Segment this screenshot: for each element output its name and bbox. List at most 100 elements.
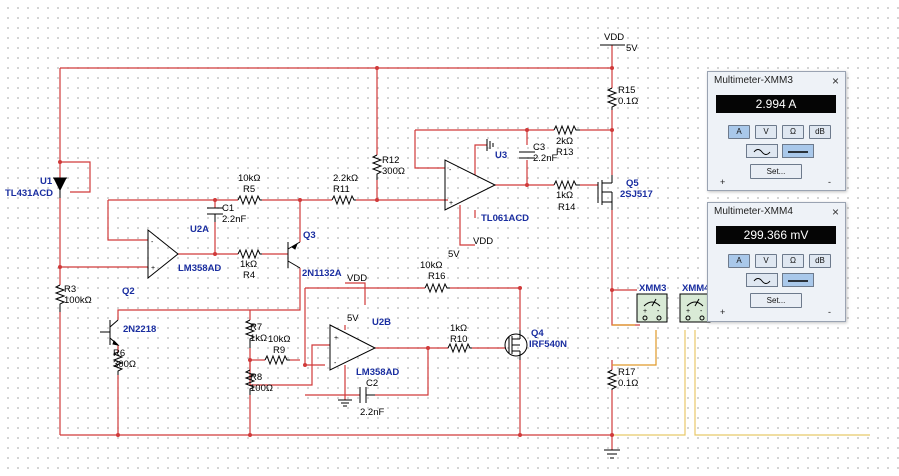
- r14-value: 1kΩ: [556, 190, 573, 201]
- r11-value: 2.2kΩ: [333, 173, 358, 184]
- terminal-minus: -: [828, 177, 831, 187]
- u1-ref: U1: [40, 176, 53, 187]
- r10-resistor[interactable]: 1kΩ R10: [447, 323, 472, 354]
- svg-text:+: +: [643, 308, 647, 315]
- ohmmeter-mode-button[interactable]: Ω: [782, 254, 804, 268]
- xmm3-instrument[interactable]: XMM3 + -: [636, 283, 668, 323]
- u2b-opamp[interactable]: + - U2B LM358AD: [329, 317, 399, 378]
- r9-resistor[interactable]: 10kΩ R9: [264, 334, 290, 366]
- ohmmeter-mode-button[interactable]: Ω: [782, 125, 804, 139]
- dc-mode-button[interactable]: [782, 273, 814, 287]
- dc-line-icon: [788, 280, 808, 282]
- r13-resistor[interactable]: 2kΩ R13: [553, 124, 580, 158]
- r16-value: 10kΩ: [420, 260, 442, 271]
- vdd-value: 5V: [626, 43, 638, 54]
- svg-text:-: -: [657, 308, 660, 315]
- u3-5v-label: 5V: [448, 249, 460, 260]
- r7-value: 1kΩ: [250, 333, 267, 344]
- svg-text:+: +: [449, 200, 453, 207]
- q5-ref: Q5: [626, 178, 639, 189]
- r5-value: 10kΩ: [238, 173, 260, 184]
- r14-resistor[interactable]: 1kΩ R14: [553, 179, 580, 213]
- u3-supply-labels: VDD 5V: [448, 236, 493, 260]
- r15-resistor[interactable]: R15 0.1Ω: [606, 85, 638, 110]
- r7-resistor[interactable]: R7 1kΩ: [244, 319, 267, 348]
- r3-resistor[interactable]: R3 100kΩ: [54, 284, 92, 312]
- dc-mode-button[interactable]: [782, 144, 814, 158]
- r6-resistor[interactable]: R6 300Ω: [112, 348, 136, 375]
- close-icon[interactable]: ×: [831, 74, 839, 88]
- r10-ref: R10: [450, 334, 467, 345]
- ammeter-mode-button[interactable]: A: [728, 254, 750, 268]
- r10-value: 1kΩ: [450, 323, 467, 334]
- q4-ref: Q4: [531, 328, 544, 339]
- r12-resistor[interactable]: R12 300Ω: [371, 154, 405, 180]
- r5-resistor[interactable]: 10kΩ R5: [237, 173, 262, 206]
- xmm4-ref: XMM4: [682, 283, 710, 294]
- u2b-part: LM358AD: [356, 367, 399, 378]
- r13-value: 2kΩ: [556, 136, 573, 147]
- terminal-minus: -: [828, 307, 831, 317]
- r8-ref: R8: [250, 372, 262, 383]
- multimeter-xmm4-panel[interactable]: Multimeter-XMM4 × 299.366 mV A V Ω dB Se…: [707, 202, 846, 322]
- q4-mosfet[interactable]: Q4 IRF540N: [504, 328, 567, 360]
- vdd-label: VDD: [604, 32, 624, 43]
- r13-ref: R13: [556, 147, 573, 158]
- u3-ref: U3: [495, 150, 507, 161]
- q2-transistor[interactable]: Q2 2N2218: [100, 286, 156, 346]
- voltmeter-mode-button[interactable]: V: [755, 125, 777, 139]
- q3-transistor[interactable]: Q3 2N1132A: [287, 230, 342, 279]
- u3-part: TL061ACD: [481, 213, 529, 224]
- xmm4-instrument[interactable]: XMM4 + -: [679, 283, 711, 323]
- u1-tl431[interactable]: U1 TL431ACD: [5, 176, 67, 199]
- u2a-part: LM358AD: [178, 263, 221, 274]
- settings-button[interactable]: Set...: [750, 293, 802, 308]
- wires: [59, 45, 870, 450]
- r4-ref: R4: [243, 270, 255, 281]
- r8-value: 100Ω: [250, 383, 273, 394]
- main-ground-symbol: [604, 449, 620, 459]
- sine-wave-icon: [753, 149, 771, 155]
- q5-mosfet[interactable]: Q5 2SJ517: [597, 175, 653, 210]
- multimeter-xmm3-reading: 2.994 A: [716, 95, 836, 113]
- settings-button[interactable]: Set...: [750, 164, 802, 179]
- r11-ref: R11: [333, 184, 350, 195]
- decibel-mode-button[interactable]: dB: [809, 254, 831, 268]
- u3-opamp[interactable]: - + U3 TL061ACD: [444, 150, 529, 224]
- u2a-ref: U2A: [190, 224, 209, 235]
- u1-part: TL431ACD: [5, 188, 53, 199]
- decibel-mode-button[interactable]: dB: [809, 125, 831, 139]
- r9-value: 10kΩ: [268, 334, 290, 345]
- voltmeter-mode-button[interactable]: V: [755, 254, 777, 268]
- c2-ref: C2: [366, 378, 378, 389]
- ammeter-mode-button[interactable]: A: [728, 125, 750, 139]
- u2b-ref: U2B: [372, 317, 391, 328]
- r11-resistor[interactable]: 2.2kΩ R11: [331, 173, 358, 206]
- multimeter-xmm4-reading: 299.366 mV: [716, 226, 836, 244]
- r4-resistor[interactable]: 1kΩ R4: [237, 248, 262, 281]
- c2-capacitor[interactable]: C2 2.2nF: [359, 378, 384, 418]
- xmm3-ref: XMM3: [639, 283, 666, 294]
- c1-capacitor[interactable]: C1 2.2nF: [207, 203, 246, 225]
- multimeter-xmm3-panel[interactable]: Multimeter-XMM3 × 2.994 A A V Ω dB Set..…: [707, 71, 846, 191]
- q3-ref: Q3: [303, 230, 316, 241]
- svg-text:-: -: [334, 360, 337, 367]
- u3-ground-symbol: [486, 139, 494, 151]
- ac-mode-button[interactable]: [746, 144, 778, 158]
- ac-mode-button[interactable]: [746, 273, 778, 287]
- dc-line-icon: [788, 151, 808, 153]
- r3-value: 100kΩ: [64, 295, 92, 306]
- r16-resistor[interactable]: 10kΩ R16: [420, 260, 450, 294]
- r12-value: 300Ω: [382, 166, 405, 177]
- c3-ref: C3: [533, 142, 545, 153]
- svg-text:+: +: [334, 335, 338, 342]
- r8-resistor[interactable]: R8 100Ω: [244, 369, 273, 395]
- r17-resistor[interactable]: R17 0.1Ω: [606, 367, 638, 390]
- close-icon[interactable]: ×: [831, 205, 839, 219]
- svg-text:-: -: [449, 167, 452, 174]
- u2a-opamp[interactable]: - + U2A LM358AD: [147, 224, 221, 280]
- vdd-u2b-label: VDD: [347, 273, 367, 284]
- c3-capacitor[interactable]: C3 2.2nF: [519, 142, 557, 164]
- r16-ref: R16: [428, 271, 445, 282]
- u2b-ground-symbol: [338, 399, 352, 407]
